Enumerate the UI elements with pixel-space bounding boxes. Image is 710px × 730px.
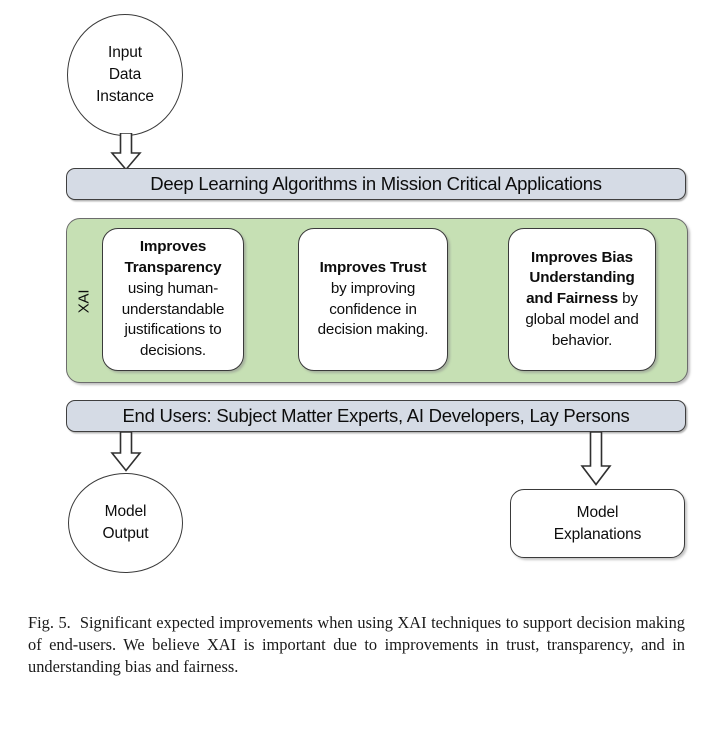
model-output-node: Model Output [68,473,183,573]
xai-card-bias-fairness: Improves Bias Understanding and Fairness… [508,228,656,371]
figure-caption-number: Fig. 5. [28,613,71,632]
model-explanations-label: Model Explanations [553,503,642,543]
end-users-bar: End Users: Subject Matter Experts, AI De… [66,400,686,432]
deep-learning-bar-label: Deep Learning Algorithms in Mission Crit… [150,172,602,194]
figure-caption-text: Significant expected improvements when u… [28,613,685,677]
model-explanations-node: Model Explanations [510,489,685,558]
arrow-endusers-to-output-icon [108,432,144,472]
model-output-label: Model Output [102,503,149,542]
input-data-instance-label: Input Data Instance [96,44,154,105]
end-users-bar-label: End Users: Subject Matter Experts, AI De… [122,404,630,426]
arrow-endusers-to-explanations-icon [578,432,614,486]
input-data-instance-node: Input Data Instance [67,14,183,136]
xai-card-trust: Improves Trust by improving confidence i… [298,228,448,371]
xai-card-bias-fairness-text: Improves Bias Understanding and Fairness… [525,248,639,349]
xai-card-transparency-text: Improves Transparency using human-unders… [121,238,225,359]
arrow-input-to-pipeline-icon [108,133,144,171]
deep-learning-bar: Deep Learning Algorithms in Mission Crit… [66,168,686,200]
xai-side-label: XAI [75,289,93,314]
figure-caption: Fig. 5. Significant expected improvement… [28,612,685,679]
xai-card-transparency: Improves Transparency using human-unders… [102,228,244,371]
xai-card-trust-text: Improves Trust by improving confidence i… [317,259,429,339]
figure-diagram: Input Data Instance Deep Learning Algori… [66,14,688,573]
